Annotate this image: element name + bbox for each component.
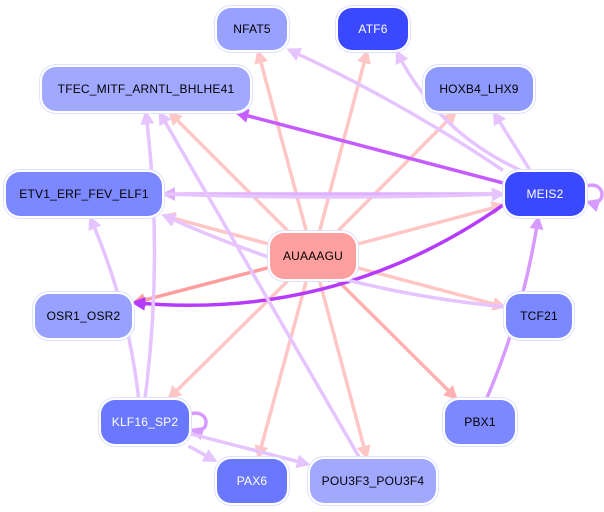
edge-auaaagu-to-meis2 bbox=[357, 201, 506, 246]
edge-meis2-to-meis2 bbox=[585, 183, 604, 213]
node-label: KLF16_SP2 bbox=[111, 415, 179, 429]
edge-auaaagu-to-pbx1 bbox=[336, 279, 458, 400]
edge-auaaagu-to-etv1 bbox=[161, 211, 269, 246]
node-nfat5[interactable]: NFAT5 bbox=[217, 8, 287, 50]
edge-meis2-to-hoxb4 bbox=[492, 110, 532, 171]
edge-klf16-to-pou3f3 bbox=[190, 432, 311, 469]
node-meis2[interactable]: MEIS2 bbox=[505, 172, 585, 216]
edge-meis2-to-tfec bbox=[234, 109, 504, 185]
edge-auaaagu-to-nfat5 bbox=[254, 49, 308, 232]
edge-auaaagu-to-pou3f3 bbox=[317, 280, 371, 460]
node-hoxb4-lhx9[interactable]: HOXB4_LHX9 bbox=[425, 67, 533, 111]
edge-klf16-to-klf16 bbox=[189, 411, 208, 441]
node-label: AUAAAGU bbox=[282, 249, 344, 263]
node-auaaagu-center[interactable]: AUAAAGU bbox=[270, 233, 356, 279]
node-pax6[interactable]: PAX6 bbox=[217, 459, 287, 503]
edge-klf16-to-pax6 bbox=[187, 444, 218, 463]
node-label: POU3F3_POU3F4 bbox=[321, 474, 425, 488]
edge-auaaagu-to-pax6 bbox=[254, 280, 308, 460]
edge-meis2-to-atf6 bbox=[395, 49, 521, 172]
node-tcf21[interactable]: TCF21 bbox=[506, 294, 572, 338]
node-label: PBX1 bbox=[464, 415, 496, 429]
edge-auaaagu-to-tfec bbox=[168, 111, 290, 233]
node-label: ATF6 bbox=[358, 22, 388, 36]
edge-auaaagu-to-klf16 bbox=[167, 279, 289, 400]
node-label: PAX6 bbox=[236, 474, 268, 488]
node-osr1-osr2[interactable]: OSR1_OSR2 bbox=[35, 294, 132, 338]
edge-meis2-to-nfat5 bbox=[286, 48, 504, 172]
edge-klf16-to-tfec bbox=[140, 110, 157, 399]
node-label: OSR1_OSR2 bbox=[46, 309, 121, 323]
edge-pou3f3-to-tfec bbox=[158, 110, 361, 458]
node-etv1-erf-fev-elf1[interactable]: ETV1_ERF_FEV_ELF1 bbox=[6, 172, 162, 216]
edge-meis2-to-osr1 bbox=[131, 203, 505, 311]
node-label: MEIS2 bbox=[526, 187, 564, 201]
node-label: TFEC_MITF_ARNTL_BHLHE41 bbox=[57, 82, 235, 96]
edges-layer bbox=[88, 48, 604, 469]
node-label: ETV1_ERF_FEV_ELF1 bbox=[19, 187, 149, 201]
node-label: TCF21 bbox=[520, 309, 558, 323]
node-klf16-sp2[interactable]: KLF16_SP2 bbox=[101, 400, 189, 444]
edge-auaaagu-to-hoxb4 bbox=[336, 111, 458, 233]
node-pbx1[interactable]: PBX1 bbox=[445, 400, 515, 444]
node-label: HOXB4_LHX9 bbox=[439, 82, 519, 96]
node-tfec-mitf-arntl-bhlhe41[interactable]: TFEC_MITF_ARNTL_BHLHE41 bbox=[42, 67, 250, 111]
node-pou3f3-pou3f4[interactable]: POU3F3_POU3F4 bbox=[310, 459, 436, 503]
node-atf6[interactable]: ATF6 bbox=[338, 8, 408, 50]
node-label: NFAT5 bbox=[233, 22, 271, 36]
